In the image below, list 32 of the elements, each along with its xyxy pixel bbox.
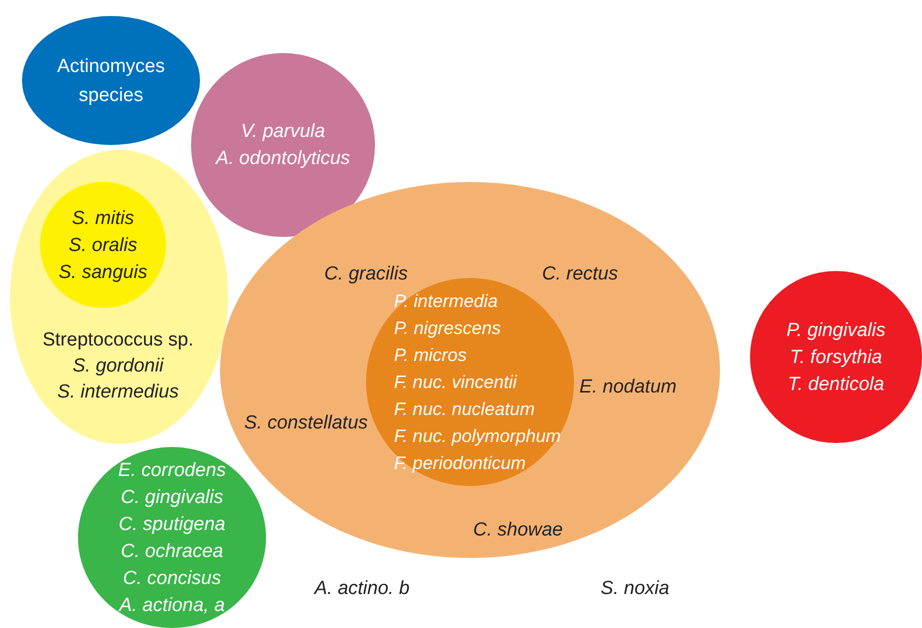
species-name: S. oralis — [68, 234, 138, 258]
species-name: P. intermedia — [394, 290, 498, 312]
species-name: E. nodatum — [579, 376, 677, 400]
species-name: S. mitis — [72, 206, 134, 230]
species-name: F. periodonticum — [394, 452, 526, 475]
species-name: C. concisus — [122, 566, 222, 590]
species-name: S. constellatus — [244, 412, 368, 436]
species-name: C. showae — [473, 518, 563, 542]
species-name: P. nigrescens — [394, 316, 501, 340]
species-name: P. gingivalis — [786, 318, 886, 342]
species-name: E. corrodens — [118, 458, 226, 482]
group-label: Streptococcus sp. — [42, 328, 194, 352]
species-name: A. odontolyticus — [216, 147, 350, 171]
species-name: S. intermedius — [57, 380, 179, 404]
group-label: Actinomyces species — [56, 54, 166, 108]
species-name: C. gracilis — [324, 262, 408, 286]
species-name: C. rectus — [542, 262, 618, 286]
species-name: T. forsythia — [790, 346, 882, 370]
species-name: C. sputigena — [118, 512, 226, 536]
species-name: C. ochracea — [120, 540, 224, 564]
species-name: F. nuc. nucleatum — [394, 398, 535, 420]
species-name: S. sanguis — [58, 260, 148, 284]
species-name: V. parvula — [240, 120, 326, 144]
species-name: F. nuc. polymorphum — [394, 424, 561, 448]
species-name: T. denticola — [788, 372, 884, 396]
species-name: P. micros — [394, 344, 467, 366]
species-name: F. nuc. vincentii — [394, 370, 517, 394]
species-name: A. actiona, a — [119, 594, 225, 618]
species-name: A. actino. b — [314, 578, 410, 600]
species-name: C. gingivalis — [120, 486, 224, 510]
species-name: S. noxia — [600, 578, 670, 600]
species-name: S. gordonii — [72, 354, 164, 378]
